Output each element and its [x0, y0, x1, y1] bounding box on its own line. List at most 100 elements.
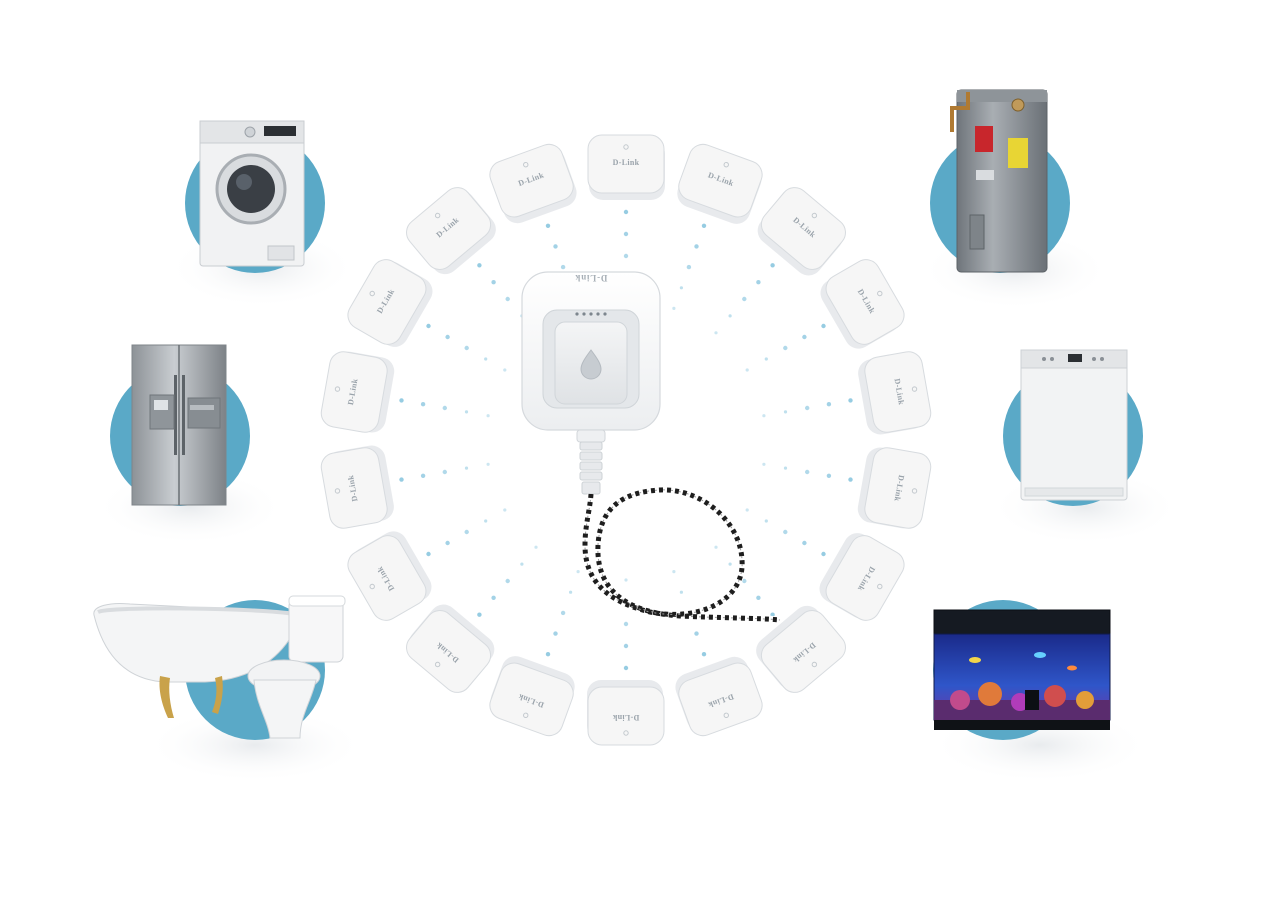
connection-dot	[420, 473, 426, 478]
connection-dot	[672, 306, 676, 310]
sensor-status-led	[877, 583, 883, 590]
sensor-status-led	[369, 583, 375, 590]
connection-dot	[505, 296, 510, 302]
water-sensor: D-Link	[757, 187, 846, 276]
connection-dot	[545, 223, 551, 228]
connection-dot	[783, 410, 788, 414]
connection-dot	[848, 398, 853, 403]
water-sensor: D-Link	[587, 134, 665, 200]
sensor-status-led	[623, 730, 629, 736]
water-sensor: D-Link	[489, 656, 575, 737]
washing-machine-icon	[199, 120, 305, 267]
connection-dot	[745, 508, 749, 512]
connection-dot	[805, 469, 810, 475]
sensor-status-led	[523, 712, 529, 719]
water-drop-icon	[580, 349, 602, 380]
water-sensor: D-Link	[820, 259, 905, 349]
sensor-status-led	[434, 661, 441, 668]
led-indicators	[575, 312, 607, 316]
connection-dot	[742, 296, 747, 302]
connection-dot	[486, 462, 490, 466]
water-sensor: D-Link	[675, 656, 763, 737]
connection-dot	[560, 264, 566, 270]
water-heater-vignette	[920, 89, 1110, 310]
sensor-status-led	[723, 161, 729, 168]
connection-dot	[399, 398, 404, 403]
connection-dot	[445, 334, 450, 340]
connection-dot	[770, 263, 775, 268]
connection-dot	[545, 652, 551, 657]
connection-dot	[624, 578, 628, 582]
aquarium-icon	[933, 609, 1111, 730]
connection-dot	[805, 405, 810, 411]
connection-dot	[477, 263, 482, 268]
connection-dot	[686, 264, 692, 270]
water-sensor: D-Link	[819, 533, 905, 621]
sensor-status-led	[369, 290, 375, 297]
connection-dot	[783, 529, 788, 535]
connection-dot	[728, 562, 732, 566]
bathtub-icon	[93, 603, 300, 718]
connection-dot	[783, 466, 788, 470]
connection-dot	[576, 570, 580, 574]
sensor-status-led	[911, 488, 918, 494]
connection-dot	[464, 466, 469, 470]
connection-dot	[464, 529, 469, 535]
connection-dot	[714, 545, 718, 549]
sensor-status-led	[334, 488, 341, 494]
sensor-status-led	[723, 712, 729, 719]
connection-dot	[714, 331, 718, 335]
water-sensor: D-Link	[587, 680, 665, 746]
dishwasher-icon	[1020, 349, 1128, 501]
connection-dot	[569, 590, 573, 594]
connection-dot	[491, 595, 496, 600]
connection-dot	[399, 477, 404, 482]
connection-dot	[764, 519, 768, 523]
sensor-brand-label: D-Link	[613, 158, 640, 167]
connection-dot	[426, 551, 431, 557]
connection-dot	[762, 414, 766, 418]
water-sensor: D-Link	[406, 604, 495, 693]
toilet-icon	[247, 595, 346, 739]
connection-dot	[826, 402, 832, 407]
connection-dot	[783, 345, 788, 351]
connection-dot	[728, 314, 732, 318]
bathroom-vignette	[93, 595, 365, 783]
connection-dot	[756, 595, 761, 600]
connection-dot	[694, 631, 699, 636]
aquarium-vignette	[930, 600, 1150, 783]
connection-dot	[679, 286, 684, 290]
connection-dot	[520, 562, 524, 566]
refrigerator-icon	[131, 344, 227, 506]
cable-strain-relief	[579, 441, 603, 495]
water-sensor: D-Link	[858, 351, 932, 435]
connection-dot	[623, 209, 629, 215]
connection-dot	[821, 323, 826, 329]
connection-dot	[477, 612, 482, 617]
connection-dot	[762, 462, 766, 466]
connection-dot	[503, 368, 507, 372]
connection-dot	[464, 410, 469, 414]
water-sensor: D-Link	[320, 351, 395, 433]
connection-dot	[821, 551, 826, 557]
water-sensor: D-Link	[406, 187, 496, 275]
sensor-ring: D-LinkD-LinkD-LinkD-LinkD-LinkD-LinkD-Li…	[320, 134, 932, 746]
hub-brand-label: D-Link	[575, 273, 608, 283]
connection-dot	[672, 570, 676, 574]
connection-dot	[694, 244, 699, 249]
dishwasher-vignette	[990, 349, 1180, 545]
sensor-status-led	[911, 386, 918, 392]
connection-dot	[623, 643, 629, 649]
sensor-status-led	[623, 144, 629, 150]
connection-dot	[802, 540, 807, 546]
connection-dot	[742, 578, 747, 584]
sensor-status-led	[811, 661, 818, 668]
connection-dot	[553, 244, 558, 249]
connection-dot	[442, 469, 447, 475]
connection-dot	[623, 621, 629, 627]
connection-dots	[399, 209, 853, 671]
connection-dot	[491, 280, 496, 285]
connection-dot	[848, 477, 853, 482]
sensor-status-led	[877, 290, 883, 297]
